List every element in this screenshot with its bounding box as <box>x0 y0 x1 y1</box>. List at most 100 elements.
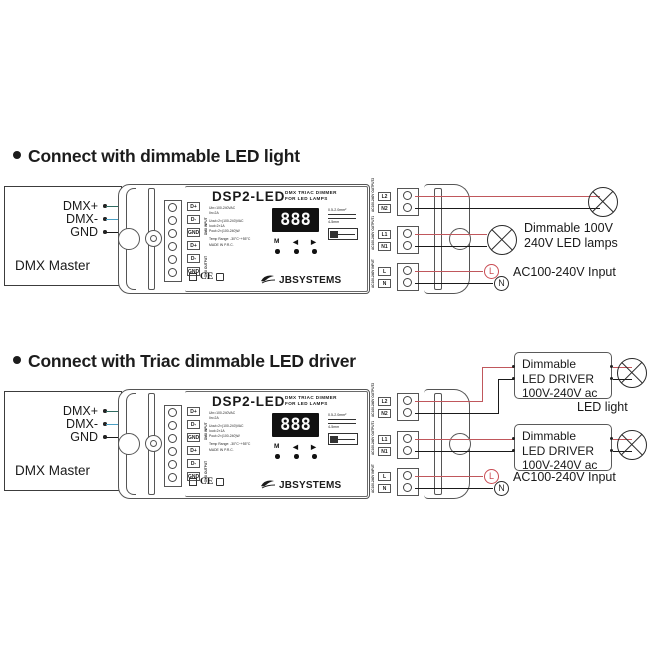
ac-group-label-1-in: AC100-240V INPUT <box>371 259 375 288</box>
ac-screw-2-n[interactable] <box>403 483 412 492</box>
neutral-marker-2: N <box>494 481 509 496</box>
wire-strip-label-1: 4-5mm <box>328 220 340 224</box>
dmx-tag-2-gnd-in: GND <box>187 433 200 442</box>
brand-mark-icon-1 <box>260 271 276 289</box>
dmx-screw-1-1[interactable] <box>168 203 177 212</box>
spec-line-2-4: Pout=2×(100-240)W <box>209 434 240 439</box>
ac-screw-2-l2[interactable] <box>403 396 412 405</box>
dmx-screw-1-2[interactable] <box>168 216 177 225</box>
driver-output-2: Dimmable LED DRIVER 100V-240V ac <box>514 352 612 400</box>
dmx-tag-2-dminus-in: D- <box>187 420 200 429</box>
dmx-master-box-1: DMX Master <box>4 186 122 286</box>
ac-screw-2-n1[interactable] <box>403 446 412 455</box>
dmx-screw-2-2[interactable] <box>168 421 177 430</box>
ac-block-1-in <box>397 263 419 291</box>
wire-strip-label-2: 4-5mm <box>328 425 340 429</box>
button-left-1[interactable] <box>294 249 299 254</box>
button-m-1[interactable] <box>275 249 280 254</box>
dmx-screw-1-5[interactable] <box>168 255 177 264</box>
ac-group-label-1-out2: AC100-240V OUTPUT2 <box>371 177 375 212</box>
driver-1-out-dot-n <box>610 449 614 453</box>
bullet-dot-icon-2 <box>13 356 21 364</box>
ac-screw-1-l2[interactable] <box>403 191 412 200</box>
pin-label-gnd-2: GND <box>70 430 98 444</box>
dmx-screw-2-6[interactable] <box>168 473 177 482</box>
wire-out2-neutral-2c <box>498 379 514 380</box>
ac-tag-1-l: L <box>378 267 391 276</box>
ac-screw-2-l[interactable] <box>403 471 412 480</box>
button-right-1[interactable] <box>312 249 317 254</box>
cert-marks-2: CE <box>189 477 225 487</box>
wire-out2-live-2a <box>415 401 483 402</box>
ac-screw-1-n[interactable] <box>403 278 412 287</box>
dmx-screw-1-3[interactable] <box>168 229 177 238</box>
section-heading-1: Connect with dimmable LED light <box>13 146 300 167</box>
spec-line-2-1: Iin=2A <box>209 416 219 421</box>
dmx-input-group-label-2: DMX INPUT <box>204 422 208 440</box>
seven-segment-display-2: 888 <box>272 413 319 437</box>
wire-out1-neutral-2 <box>415 451 514 452</box>
dmx-tag-1-dminus-in: D- <box>187 215 200 224</box>
dmx-screw-2-3[interactable] <box>168 434 177 443</box>
dmx-tag-2-dplus-out: D+ <box>187 446 200 455</box>
dmx-input-group-label-1: DMX INPUT <box>204 217 208 235</box>
device-screw-inner-1 <box>150 235 157 242</box>
section-heading-1-text: Connect with dimmable LED light <box>28 146 300 166</box>
wire-in-live-2 <box>415 476 483 477</box>
button-m-2[interactable] <box>275 454 280 459</box>
ac-tag-1-n1: N1 <box>378 242 391 251</box>
dmx-screw-2-1[interactable] <box>168 408 177 417</box>
wire-out2-neutral-2a <box>415 413 499 414</box>
lamp-output-1-1 <box>487 225 517 255</box>
driver-1-in-dot-l <box>512 437 516 441</box>
dmx-screw-1-6[interactable] <box>168 268 177 277</box>
button-right-2[interactable] <box>312 454 317 459</box>
live-marker-1: L <box>484 264 499 279</box>
driver-1-line3: 100V-240V ac <box>522 458 598 472</box>
button-left-2[interactable] <box>294 454 299 459</box>
ac-block-1-out1 <box>397 226 419 254</box>
check-box-icon-2 <box>189 478 197 486</box>
brand-logo-1: JBSYSTEMS <box>260 271 341 289</box>
dmx-screw-2-4[interactable] <box>168 447 177 456</box>
screwdriver-icon-2 <box>328 433 358 445</box>
ac-screw-1-l1[interactable] <box>403 229 412 238</box>
ac-tag-2-l2: L2 <box>378 397 391 406</box>
driver-2-line3: 100V-240V ac <box>522 386 598 400</box>
input-caption-1: AC100-240V Input <box>513 265 616 279</box>
led-light-caption: LED light <box>577 400 628 414</box>
ac-screw-1-n1[interactable] <box>403 241 412 250</box>
ac-group-label-1-out1: AC100-240V OUTPUT1 <box>371 215 375 250</box>
driver-output-1: Dimmable LED DRIVER 100V-240V ac <box>514 424 612 472</box>
dmx-master-label-1: DMX Master <box>15 258 91 273</box>
dmx-tag-1-dplus-out: D+ <box>187 241 200 250</box>
device-subtitle-l1-2: DMX TRIAC DIMMER <box>285 395 337 400</box>
wire-out1-live-2 <box>415 439 514 440</box>
dmx-screw-1-4[interactable] <box>168 242 177 251</box>
device-rail-right-1 <box>434 188 442 290</box>
ac-screw-2-l1[interactable] <box>403 434 412 443</box>
pin-label-dmxminus-2: DMX- <box>66 417 98 431</box>
wire-in-neutral-1 <box>415 283 493 284</box>
dmx-tag-1-gnd-out: GND <box>187 267 200 276</box>
driver-1-line1: Dimmable <box>522 429 577 443</box>
spec-line-1-3: Iout=2×1A <box>209 224 225 229</box>
dmx-screw-2-5[interactable] <box>168 460 177 469</box>
spec-line-1-4: Pout=2×(100-240)W <box>209 229 240 234</box>
spec-line-1-0: Uin=100-240VAC <box>209 206 236 210</box>
wire-strip-icon-2 <box>328 419 356 424</box>
ac-screw-2-n2[interactable] <box>403 408 412 417</box>
input-caption-2: AC100-240V Input <box>513 470 616 484</box>
device-mount-hole-2 <box>118 433 140 455</box>
ac-screw-1-n2[interactable] <box>403 203 412 212</box>
driver-1-line2: LED DRIVER <box>522 443 595 458</box>
ac-tag-1-n: N <box>378 279 391 288</box>
lamp-driver-2 <box>617 358 647 388</box>
seven-segment-display-1: 888 <box>272 208 319 232</box>
ac-group-label-2-out2: AC100-240V OUTPUT2 <box>371 382 375 417</box>
cert-marks-1: CE <box>189 272 225 282</box>
pin-dot-gnd-2 <box>103 435 107 439</box>
check-box-icon-1 <box>189 273 197 281</box>
ac-screw-1-l[interactable] <box>403 266 412 275</box>
